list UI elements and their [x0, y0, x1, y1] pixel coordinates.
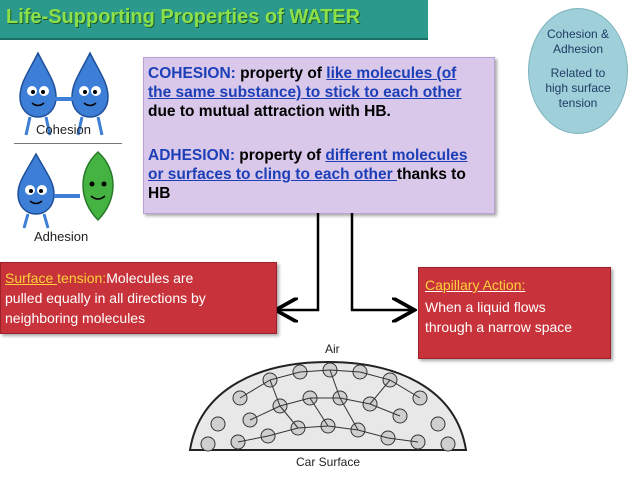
arrow-to-capillary: [350, 213, 412, 310]
surface-head-b: tension:: [57, 270, 107, 286]
cohesion-link-a: like molecules (of: [326, 65, 457, 82]
air-label: Air: [325, 342, 340, 356]
adhesion-term: ADHESION:: [148, 147, 235, 164]
bubble-line-5: tension: [558, 96, 598, 110]
arrow-to-surface-tension: [278, 213, 320, 310]
cohesion-term: COHESION:: [148, 65, 236, 82]
adhesion-text-b: thanks to: [396, 166, 466, 183]
definition-box: COHESION: property of like molecules (of…: [143, 57, 495, 214]
bubble-line-1: Cohesion &: [546, 27, 610, 41]
adhesion-line-3: HB: [148, 185, 171, 202]
surface-text-a: Molecules are: [106, 270, 194, 286]
capillary-head: Capillary Action:: [425, 277, 526, 293]
divider: [14, 143, 122, 144]
cohesion-illustration: [8, 45, 128, 150]
capillary-line-2: through a narrow space: [425, 319, 573, 335]
bubble-line-4: high surface: [545, 81, 611, 95]
cohesion-link-b: the same substance) to stick to each oth…: [148, 84, 462, 101]
cohesion-text-a: property of: [235, 65, 327, 82]
drop-and-leaf-icon: [17, 150, 114, 229]
info-bubble: Cohesion & Adhesion Related to high surf…: [528, 8, 628, 134]
adhesion-line-2: or surfaces to cling to each other thank…: [148, 165, 466, 184]
adhesion-label: Adhesion: [34, 229, 89, 244]
adhesion-link-b: or surfaces to cling to each other: [148, 166, 397, 183]
surface-tension-box: Surface tension:Molecules are pulled equ…: [0, 262, 277, 334]
droplet-molecule-diagram: [188, 360, 468, 452]
surface-tension-line-2: pulled equally in all directions by: [5, 290, 206, 306]
cohesion-label: Cohesion: [36, 122, 91, 137]
adhesion-text-a: property of: [234, 147, 326, 164]
cohesion-line-2: the same substance) to stick to each oth…: [148, 83, 462, 102]
bubble-line-2: Adhesion: [552, 42, 604, 56]
surface-tension-line-1: Surface tension:Molecules are: [5, 269, 193, 287]
capillary-action-box: Capillary Action: When a liquid flows th…: [418, 267, 611, 359]
cohesion-line-3: due to mutual attraction with HB.: [148, 103, 391, 120]
bubble-line-3: Related to: [550, 66, 606, 80]
slide-title: Life-Supporting Properties of WATER: [6, 6, 361, 28]
adhesion-illustration: [6, 150, 131, 235]
adhesion-line-1: ADHESION: property of different molecule…: [148, 146, 468, 165]
capillary-line-1: When a liquid flows: [425, 299, 546, 315]
cohesion-line-1: COHESION: property of like molecules (of: [148, 64, 456, 83]
water-drops-icon: [19, 51, 109, 136]
car-surface-label: Car Surface: [296, 455, 361, 469]
surface-head-a: Surface: [5, 270, 58, 286]
title-bar: Life-Supporting Properties of WATER: [0, 0, 428, 40]
adhesion-link-a: different molecules: [325, 147, 468, 164]
surface-tension-line-3: neighboring molecules: [5, 310, 146, 326]
